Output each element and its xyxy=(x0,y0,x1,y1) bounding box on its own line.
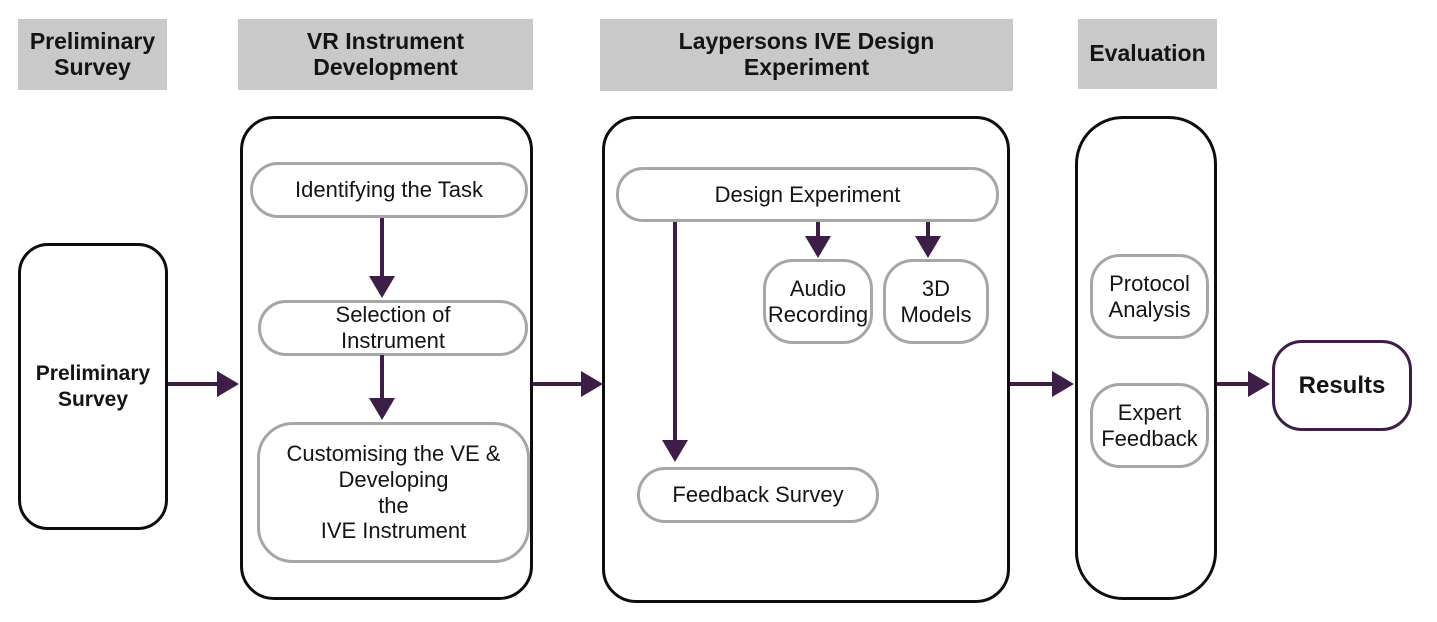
expert-feedback-node: Expert Feedback xyxy=(1090,383,1209,468)
header-vr-instrument-development: VR Instrument Development xyxy=(238,19,533,90)
arrow-shaft xyxy=(1217,382,1250,386)
arrow-head-icon xyxy=(1248,371,1270,397)
arrow-shaft xyxy=(380,355,384,400)
selection-of-instrument-node: Selection of Instrument xyxy=(258,300,528,356)
identifying-the-task-node: Identifying the Task xyxy=(250,162,528,218)
arrow-head-icon xyxy=(662,440,688,462)
arrow-shaft xyxy=(380,218,384,278)
preliminary-survey-box: Preliminary Survey xyxy=(18,243,168,530)
audio-recording-node: Audio Recording xyxy=(763,259,873,344)
arrow-shaft xyxy=(816,222,820,238)
arrow-shaft xyxy=(926,222,930,238)
arrow-shaft xyxy=(673,222,677,442)
evaluation-container xyxy=(1075,116,1217,600)
header-laypersons-ive-design-experiment: Laypersons IVE Design Experiment xyxy=(600,19,1013,91)
header-preliminary-survey: Preliminary Survey xyxy=(18,19,167,90)
arrow-head-icon xyxy=(915,236,941,258)
results-box: Results xyxy=(1272,340,1412,431)
header-evaluation: Evaluation xyxy=(1078,19,1217,89)
feedback-survey-node: Feedback Survey xyxy=(637,467,879,523)
protocol-analysis-node: Protocol Analysis xyxy=(1090,254,1209,339)
arrow-head-icon xyxy=(581,371,603,397)
arrow-head-icon xyxy=(805,236,831,258)
arrow-head-icon xyxy=(1052,371,1074,397)
arrow-head-icon xyxy=(217,371,239,397)
arrow-shaft xyxy=(533,382,583,386)
3d-models-node: 3D Models xyxy=(883,259,989,344)
arrow-shaft xyxy=(1010,382,1054,386)
arrow-head-icon xyxy=(369,398,395,420)
customising-ve-node: Customising the VE & Developing the IVE … xyxy=(257,422,530,563)
arrow-shaft xyxy=(168,382,219,386)
arrow-head-icon xyxy=(369,276,395,298)
design-experiment-node: Design Experiment xyxy=(616,167,999,222)
